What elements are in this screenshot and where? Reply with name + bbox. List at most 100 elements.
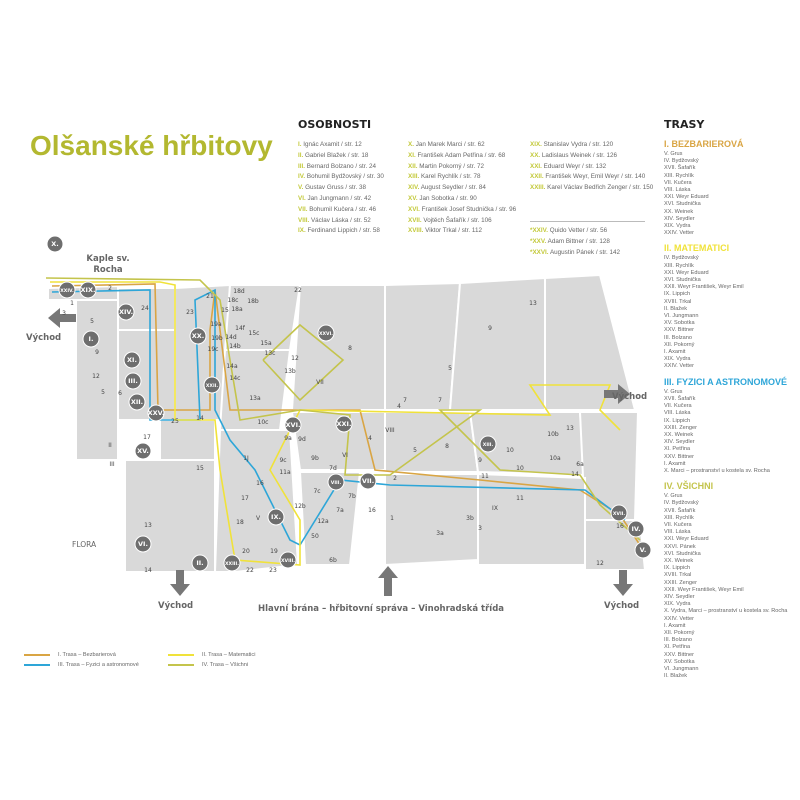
grave-marker[interactable]: IX.: [267, 508, 285, 526]
grave-marker[interactable]: XXV.: [147, 404, 165, 422]
route-line-swatch: [24, 664, 50, 666]
person-number: V.: [298, 184, 304, 192]
grave-marker[interactable]: XXIII.: [223, 554, 241, 572]
main-gate-label[interactable]: Hlavní brána – hřbitovní správa – Vinohr…: [258, 604, 505, 614]
person-entry: XII. Martin Pokorný / str. 72: [408, 162, 528, 173]
grave-marker[interactable]: XXVI.: [317, 324, 335, 342]
grave-marker[interactable]: VIII.: [327, 473, 345, 491]
person-entry: XIV. August Seydler / str. 84: [408, 183, 528, 194]
marker-circle: [147, 404, 165, 422]
grave-marker[interactable]: X.: [46, 235, 64, 253]
person-entry: X. Jan Marek Marci / str. 62: [408, 140, 528, 151]
person-entry: XXI. Eduard Weyr / str. 132: [530, 162, 658, 173]
grave-marker[interactable]: XX.: [189, 327, 207, 345]
person-number: XVI.: [408, 205, 420, 213]
grave-marker[interactable]: XII.: [128, 393, 146, 411]
person-entry: V. Gustav Gruss / str. 38: [298, 183, 406, 194]
marker-circle: [128, 393, 146, 411]
person-number: II.: [298, 151, 304, 159]
marker-label: VI.: [138, 540, 148, 548]
marker-label: XXVI.: [319, 331, 333, 337]
route-stop: VIII. Láska: [664, 410, 691, 417]
marker-label: VIII.: [331, 480, 342, 486]
grave-marker[interactable]: XI.: [123, 351, 141, 369]
route-stop: X. Marci – prostranství u kostela sv. Ro…: [664, 467, 770, 474]
route-stop: XVII. Šafařík: [664, 165, 696, 172]
marker-circle: [327, 473, 345, 491]
exit-label[interactable]: Východ: [26, 333, 62, 343]
section-number: 19c: [208, 346, 219, 353]
route-stop: XVIII. Trkal: [664, 572, 692, 579]
section-number: 14: [144, 567, 152, 574]
grave-marker[interactable]: III.: [124, 372, 142, 390]
marker-label: XV.: [137, 447, 149, 455]
marker-label: V.: [640, 546, 647, 554]
marker-label: XX.: [192, 332, 205, 340]
section-number: 20: [242, 548, 250, 555]
section-number: 10b: [547, 431, 559, 438]
exit-label[interactable]: Východ: [612, 392, 648, 402]
section-number: 13: [529, 300, 537, 307]
section-number: 14d: [225, 334, 237, 341]
exit-label[interactable]: Východ: [604, 601, 640, 611]
route-stop: VII. Kučera: [664, 403, 692, 410]
cemetery-section: [213, 429, 300, 573]
section-number: 11: [516, 495, 524, 502]
person-entry: XV. Jan Sobotka / str. 90: [408, 194, 528, 205]
grave-marker[interactable]: XVI.: [284, 416, 302, 434]
grave-marker[interactable]: VI.: [134, 535, 152, 553]
section-number: 5: [413, 447, 417, 454]
grave-marker[interactable]: XV.: [134, 442, 152, 460]
person-name: Jan Sobotka / str. 90: [419, 194, 477, 202]
route-stop: XIV. Seydler: [664, 439, 695, 446]
person-number: *XXVI.: [530, 248, 549, 256]
marker-circle: [267, 508, 285, 526]
person-number: X.: [408, 141, 414, 148]
grave-marker[interactable]: XXIV.: [58, 281, 76, 299]
grave-marker[interactable]: XIII.: [479, 435, 497, 453]
person-name: Quido Vetter / str. 56: [549, 227, 608, 234]
person-name: Vojtěch Šafařík / str. 106: [423, 216, 492, 224]
grave-marker[interactable]: II.: [191, 554, 209, 572]
section-number: 11: [481, 473, 489, 480]
section-number: 11a: [279, 469, 291, 476]
section-number: VIII: [385, 427, 395, 434]
grave-marker[interactable]: VII.: [359, 472, 377, 490]
marker-label: II.: [196, 559, 203, 567]
route-stop: VI. Jungmann: [664, 313, 699, 320]
grave-marker[interactable]: V.: [634, 541, 652, 559]
route-stop: V. Grus: [664, 151, 683, 157]
person-name: Martin Pokorný / str. 72: [419, 162, 484, 170]
route-heading: I. BEZBARIEROVÁ: [664, 139, 744, 149]
grave-marker[interactable]: XXI.: [335, 415, 353, 433]
grave-marker[interactable]: XXII.: [203, 376, 221, 394]
grave-marker[interactable]: XVIII.: [279, 551, 297, 569]
section-number: 22: [246, 567, 254, 574]
marker-circle: [189, 327, 207, 345]
exit-arrow-south-icon: [613, 570, 633, 596]
person-entry: XXII. František Weyr, Emil Weyr / str. 1…: [530, 172, 658, 183]
person-name: Augustin Pánek / str. 142: [549, 248, 620, 256]
marker-label: I.: [89, 335, 94, 343]
marker-circle: [203, 376, 221, 394]
route-stop: XX. Weinek: [664, 557, 694, 564]
osobnosti-column: *XXIV. Quido Vetter / str. 56*XXV. Adam …: [530, 216, 658, 258]
grave-marker[interactable]: XIV.: [117, 303, 135, 321]
section-number: 3a: [436, 530, 444, 537]
marker-label: IV.: [631, 525, 640, 533]
grave-marker[interactable]: IV.: [627, 520, 645, 538]
route-stop: XIX. Vydra: [664, 223, 691, 230]
route-stop: XIII. Rychlík: [664, 172, 694, 179]
person-number: XXI.: [530, 162, 542, 170]
grave-marker[interactable]: XIX.: [79, 281, 97, 299]
grave-marker[interactable]: XVII.: [610, 504, 628, 522]
route-stop: II. Blažek: [664, 305, 688, 312]
exit-label[interactable]: Východ: [158, 601, 194, 611]
person-entry: VII. Bohumil Kučera / str. 46: [298, 205, 406, 216]
grave-marker[interactable]: I.: [82, 330, 100, 348]
section-number: 18c: [228, 297, 239, 304]
section-number: 1: [390, 515, 394, 522]
marker-label: XVI.: [286, 421, 301, 429]
section-number: 9d: [298, 436, 306, 443]
